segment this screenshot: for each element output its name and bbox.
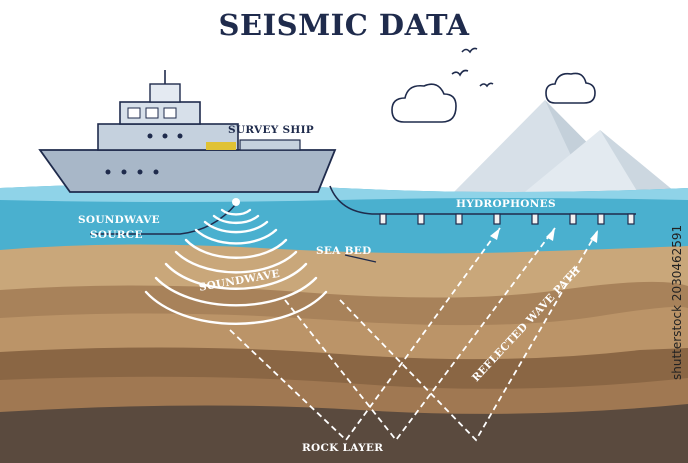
sediment-layers xyxy=(0,244,688,463)
soundwave-source-dot xyxy=(232,198,240,206)
survey-ship-label: SURVEY SHIP xyxy=(228,124,315,136)
page-title: SEISMIC DATA xyxy=(218,8,470,42)
mountains xyxy=(450,100,680,196)
sea-bed-label: SEA BED xyxy=(316,245,372,257)
hydrophones-label: HYDROPHONES xyxy=(456,198,556,210)
arrow-heads xyxy=(490,228,598,243)
watermark: shutterstock 2030462591 xyxy=(670,224,684,380)
cloud-icon-small xyxy=(545,72,596,104)
soundwave-arcs xyxy=(144,208,328,325)
soundwave-source-label-line2: SOURCE xyxy=(90,229,143,241)
soundwave-source-label-line1: SOUNDWAVE xyxy=(78,214,160,226)
birds xyxy=(451,47,494,88)
seabed-pointer xyxy=(344,254,377,263)
survey-ship xyxy=(38,70,337,193)
source-pointer xyxy=(90,203,237,235)
wave-paths xyxy=(229,227,599,442)
hydrophone-array xyxy=(329,185,636,225)
cloud-icon xyxy=(391,83,457,123)
rock-layer-label: ROCK LAYER xyxy=(302,442,384,454)
